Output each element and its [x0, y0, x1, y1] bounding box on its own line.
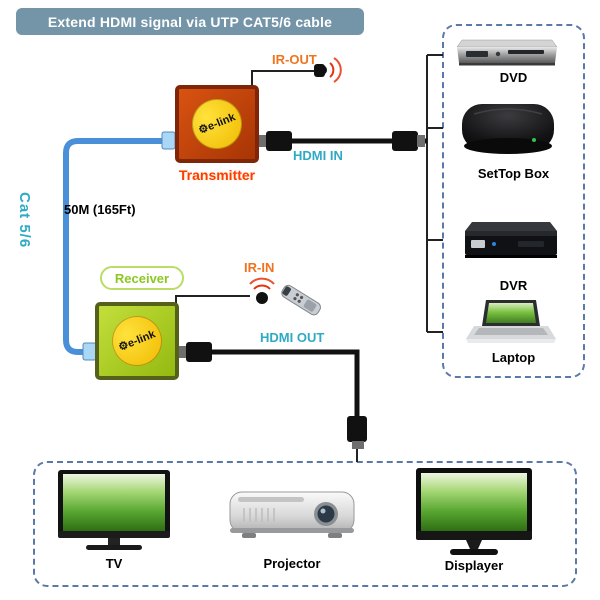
cable-length-label: 50M (165Ft) [64, 202, 136, 217]
dvr-label: DVR [499, 278, 528, 293]
displayer-label: Displayer [444, 558, 504, 573]
title-banner-text: Extend HDMI signal via UTP CAT5/6 cable [47, 13, 333, 30]
dvd-player-image [456, 39, 558, 66]
receiver-badge: Receiver [100, 266, 184, 290]
remote-control-icon [281, 284, 321, 316]
settop-box-image [462, 104, 554, 154]
ir-out-line [251, 70, 318, 85]
e-link-logo: ⚙e-link [104, 308, 170, 374]
logo-text: e-link [125, 327, 157, 350]
ir-emitter-icon [314, 57, 342, 83]
tv-image [58, 470, 170, 550]
receiver-box: ⚙e-link [95, 302, 179, 380]
transmitter-box: ⚙e-link [175, 85, 259, 163]
ir-receiver-icon [249, 277, 275, 304]
cat-cable-label: Cat 5/6 [16, 192, 33, 249]
ir-out-label: IR-OUT [272, 52, 317, 67]
laptop-label: Laptop [491, 350, 536, 365]
projector-image [229, 491, 355, 538]
dvr-image [465, 222, 557, 258]
hdmi-out-cable [179, 342, 367, 462]
ir-in-line [175, 295, 250, 303]
laptop-image [466, 300, 556, 343]
receiver-label: Receiver [114, 270, 170, 286]
e-link-logo: ⚙e-link [184, 91, 250, 157]
displayer-image [416, 468, 532, 555]
title-banner: Extend HDMI signal via UTP CAT5/6 cable [16, 8, 364, 35]
ir-in-label: IR-IN [244, 260, 275, 275]
tv-label: TV [105, 556, 123, 571]
dvd-label: DVD [499, 70, 528, 85]
logo-text: e-link [205, 110, 237, 133]
hdmi-in-cable [259, 131, 427, 151]
transmitter-label: Transmitter [178, 167, 256, 183]
hdmi-in-label: HDMI IN [293, 148, 343, 163]
settop-box-label: SetTop Box [477, 166, 550, 181]
branch-lines [426, 54, 443, 333]
projector-label: Projector [263, 556, 321, 571]
hdmi-out-label: HDMI OUT [260, 330, 325, 345]
